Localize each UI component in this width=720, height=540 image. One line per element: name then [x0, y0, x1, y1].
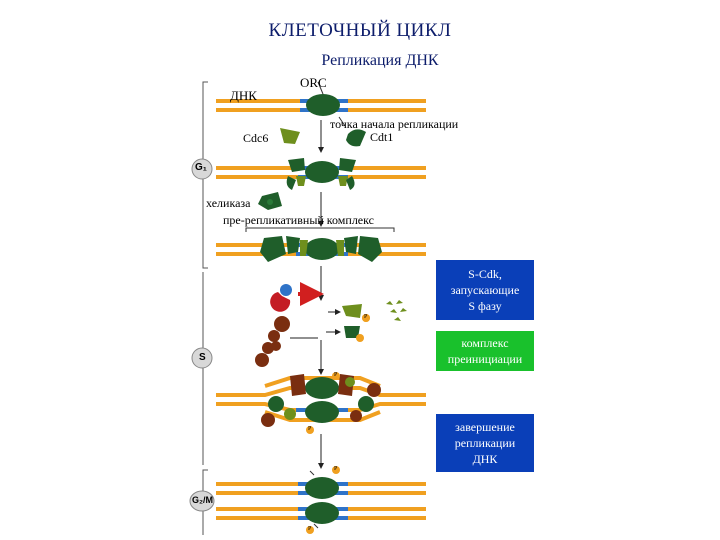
- phosphate-label: P: [308, 526, 312, 532]
- phase-s-label: S: [199, 352, 206, 363]
- cdc6-label: Cdc6: [243, 131, 269, 145]
- cdt1-protein: [346, 129, 366, 147]
- completion-text: завершение репликации ДНК: [454, 420, 516, 466]
- phosphate-label: P: [364, 314, 368, 320]
- dna-strand-1: [216, 81, 426, 116]
- phosphate-label: P: [334, 466, 338, 472]
- dna-duplicated-upper: [216, 477, 426, 499]
- dna-strand-3: [216, 236, 426, 262]
- phosphate-link-2: [313, 523, 319, 529]
- dna-duplicated-lower: [216, 502, 426, 524]
- preinitiation-factors: [255, 316, 290, 367]
- pre-rc-bracket: [245, 227, 395, 232]
- helicase-label: хеликаза: [206, 196, 251, 210]
- cdt1-released: [344, 326, 364, 342]
- phosphate-label: P: [334, 372, 338, 378]
- phosphate-marker: [306, 314, 370, 534]
- s-cdk-text: S-Cdk, запускающие S фазу: [450, 267, 520, 313]
- phase-g1-marker: [191, 158, 213, 180]
- s-cdk-complex: [270, 284, 292, 312]
- phosphate-link: [309, 470, 315, 476]
- pre-rc-label: пре-репликативный комплекс: [223, 213, 374, 227]
- orc-label: ORC: [300, 75, 327, 90]
- preinitiation-text: комплекс преинициации: [447, 336, 523, 366]
- dna-replication-bubble: [216, 374, 426, 427]
- phase-g2m-label: G₂/M: [192, 495, 213, 505]
- phase-g2m-marker: [189, 490, 215, 512]
- page-title: КЛЕТОЧНЫЙ ЦИКЛ: [268, 20, 452, 41]
- degraded-fragments: [386, 300, 407, 321]
- phase-s-marker: [191, 347, 213, 369]
- dna-label: ДНК: [230, 88, 257, 103]
- cdc6-protein: [280, 128, 300, 144]
- cdt1-label: Cdt1: [370, 130, 394, 144]
- phase-bracket: [202, 81, 208, 535]
- completion-box: завершение репликации ДНК: [436, 414, 534, 472]
- s-cdk-box: S-Cdk, запускающие S фазу: [436, 260, 534, 320]
- phase-g1-label: G₁: [195, 162, 207, 173]
- origin-label: точка начала репликации: [330, 117, 459, 131]
- page-subtitle: Репликация ДНК: [321, 52, 439, 69]
- helicase-protein: [258, 192, 282, 210]
- origin-pointer: [338, 116, 346, 127]
- preinitiation-box: комплекс преинициации: [436, 331, 534, 371]
- dna-strand-2: [216, 158, 426, 190]
- phosphate-label: P: [308, 426, 312, 432]
